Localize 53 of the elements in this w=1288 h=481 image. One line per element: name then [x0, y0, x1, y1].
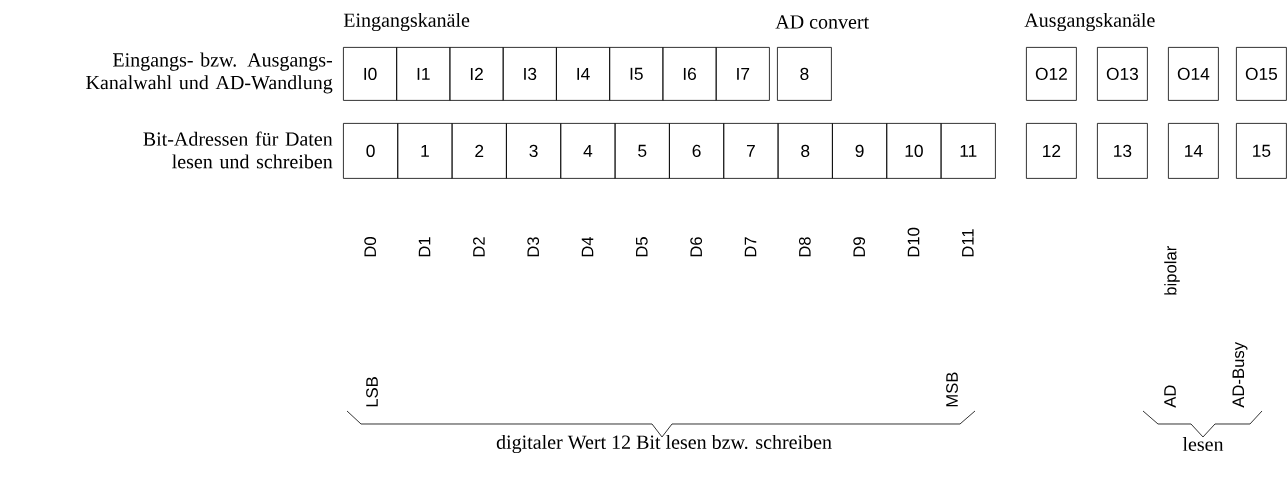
register-cell: O14 [1168, 47, 1219, 101]
bit-label: D5 [636, 237, 648, 257]
bit-label: D10 [907, 227, 920, 257]
register-cell: I3 [502, 47, 557, 101]
register-cell: 7 [723, 123, 779, 179]
signal-label: AD [1164, 385, 1176, 408]
register-cell: I0 [343, 47, 398, 101]
register-cell: 12 [1026, 123, 1077, 179]
bit-label: D1 [418, 237, 431, 257]
register-cell: I7 [715, 47, 770, 101]
column-heading: AD convert [775, 15, 869, 29]
register-cell: 15 [1236, 123, 1287, 179]
signal-label: bipolar [1164, 246, 1180, 295]
register-cell: O15 [1236, 47, 1287, 101]
register-cell: O13 [1097, 47, 1148, 101]
column-heading: Ausgangskanäle [1024, 12, 1155, 32]
register-cell: I4 [556, 47, 611, 101]
bit-label: D0 [364, 237, 377, 257]
bit-label: D2 [473, 237, 485, 257]
column-heading: Eingangskanäle [343, 12, 470, 32]
register-cell: 11 [940, 123, 996, 179]
register-cell: 1 [397, 123, 453, 179]
register-cell: 5 [614, 123, 670, 179]
register-cell: 0 [343, 123, 399, 179]
register-cell: 14 [1168, 123, 1219, 179]
bit-label: D6 [690, 237, 703, 257]
bit-label: D9 [853, 237, 866, 257]
bit-label: MSB [946, 372, 958, 407]
register-cell: 10 [886, 123, 942, 179]
register-cell: I6 [662, 47, 717, 101]
register-cell: 4 [560, 123, 616, 179]
register-cell: O12 [1026, 47, 1077, 101]
register-cell: 13 [1097, 123, 1148, 179]
brace-caption: lesen [1182, 436, 1224, 451]
bit-label: D4 [581, 236, 594, 257]
bit-label: D11 [962, 229, 974, 257]
register-cell: I1 [396, 47, 451, 101]
register-cell: I5 [609, 47, 664, 101]
bit-label: D8 [798, 237, 811, 257]
signal-label: AD-Busy [1232, 342, 1248, 408]
register-cell: 8 [777, 47, 832, 101]
register-cell: 8 [777, 123, 833, 179]
bit-label: D3 [527, 237, 540, 257]
bit-label: LSB [366, 377, 378, 407]
register-cell: 9 [832, 123, 888, 179]
register-cell: 6 [669, 123, 725, 179]
brace-caption: digitaler Wert 12 Bit lesen bzw. schreiben [496, 434, 832, 454]
register-cell: 3 [506, 123, 562, 179]
register-cell: I2 [449, 47, 504, 101]
register-cell: 2 [451, 123, 507, 179]
row-label: Eingangs- bzw. Ausgangs-Kanalwahl und AD-Wandlung [86, 52, 333, 94]
row-label: Bit-Adressen für Daten lesen und schreiben [143, 131, 333, 169]
bit-label: D7 [744, 237, 757, 257]
